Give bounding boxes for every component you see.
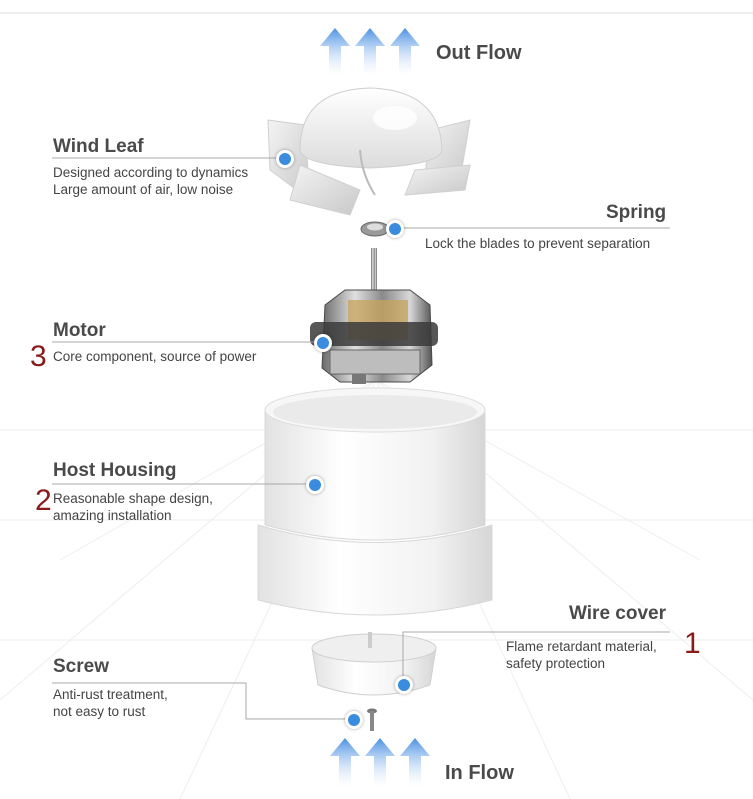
host-housing-callout: Host Housing Reasonable shape design, am… [53, 460, 213, 524]
up-arrow-icon [400, 738, 430, 788]
host-housing-marker [306, 476, 324, 494]
up-arrow-icon [355, 28, 385, 76]
motor-title: Motor [53, 320, 106, 341]
wind-leaf-marker [276, 150, 294, 168]
wind-leaf-title: Wind Leaf [53, 136, 144, 157]
spring-title: Spring [606, 202, 667, 223]
wire-cover-desc-2: safety protection [506, 656, 606, 671]
motor-number: 3 [30, 340, 47, 373]
host-housing-desc-1: Reasonable shape design, [53, 491, 213, 506]
spring-desc-1: Lock the blades to prevent separation [425, 236, 651, 251]
wire-cover-title-wrap: Wire cover [569, 603, 666, 625]
wire-cover-illustration [311, 632, 437, 696]
spring-title-wrap: Spring [606, 202, 666, 224]
leader-lines [52, 157, 670, 720]
motor-callout: Motor Core component, source of power [53, 320, 256, 365]
up-arrow-icon [390, 28, 420, 76]
wire-cover-desc-wrap: Flame retardant material, safety protect… [506, 638, 657, 672]
up-arrow-icon [330, 738, 360, 788]
out-flow-arrows [320, 28, 420, 76]
spring-marker [386, 220, 404, 238]
wire-cover-marker [395, 676, 413, 694]
wire-cover-title: Wire cover [569, 603, 666, 624]
up-arrow-icon [365, 738, 395, 788]
screw-desc-2: not easy to rust [53, 704, 146, 719]
screw-title: Screw [53, 656, 109, 677]
up-arrow-icon [320, 28, 350, 76]
spring-illustration [360, 221, 390, 237]
top-divider [0, 12, 753, 14]
motor-illustration [310, 248, 438, 384]
host-housing-title: Host Housing [53, 460, 177, 481]
wind-leaf-desc-2: Large amount of air, low noise [53, 182, 234, 197]
host-housing-desc-2: amazing installation [53, 508, 172, 523]
screw-callout: Screw Anti-rust treatment, not easy to r… [53, 656, 168, 720]
motor-desc-1: Core component, source of power [53, 349, 257, 364]
motor-marker [314, 334, 332, 352]
wire-cover-number: 1 [684, 627, 701, 660]
screw-marker [345, 711, 363, 729]
screw-desc-1: Anti-rust treatment, [53, 687, 168, 702]
wind-leaf-illustration [267, 87, 471, 216]
wire-cover-desc-1: Flame retardant material, [506, 639, 657, 654]
in-flow-label: In Flow [445, 762, 514, 784]
out-flow-label: Out Flow [436, 42, 522, 64]
wind-leaf-callout: Wind Leaf Designed according to dynamics… [53, 136, 248, 198]
spring-desc-wrap: Lock the blades to prevent separation [425, 235, 650, 252]
screw-illustration [367, 708, 377, 731]
host-housing-number: 2 [35, 484, 52, 517]
host-housing-illustration [257, 387, 493, 616]
in-flow-arrows [330, 738, 430, 788]
wind-leaf-desc-1: Designed according to dynamics [53, 165, 249, 180]
